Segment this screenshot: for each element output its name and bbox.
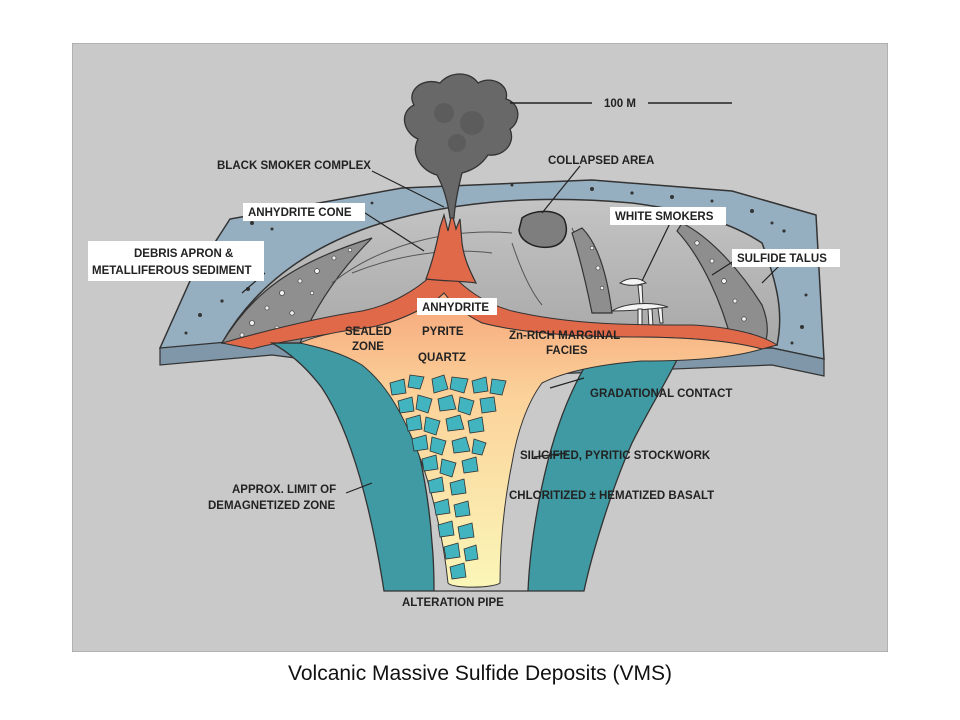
label-zn-rich-2: FACIES xyxy=(546,345,588,357)
leader-lines xyxy=(241,165,783,494)
box-debris-apron xyxy=(88,241,264,281)
sulfide-talus xyxy=(676,222,768,347)
anhydrite-cone xyxy=(425,212,478,284)
box-sulfide-talus xyxy=(732,249,840,267)
label-stockwork: SILICIFIED, PYRITIC STOCKWORK xyxy=(520,450,711,462)
label-white-smokers: WHITE SMOKERS xyxy=(615,211,714,223)
label-pyrite: PYRITE xyxy=(422,326,464,338)
box-anhydrite xyxy=(417,298,497,315)
box-anhydrite-cone xyxy=(243,203,365,221)
label-anhydrite: ANHYDRITE xyxy=(422,302,489,314)
talus-inner xyxy=(571,227,613,314)
label-demag-1: APPROX. LIMIT OF xyxy=(232,484,336,496)
label-demag-2: DEMAGNETIZED ZONE xyxy=(208,500,335,512)
vms-diagram: 100 M BLACK SMOKER COMPLEX COLLAPSED ARE… xyxy=(71,42,889,653)
box-white-smokers xyxy=(610,207,726,225)
label-gradational-contact: GRADATIONAL CONTACT xyxy=(590,388,732,400)
label-sealed-zone-2: ZONE xyxy=(352,341,384,353)
white-smoker-chimneys xyxy=(610,278,669,328)
collapsed-area xyxy=(518,210,568,249)
label-basalt: CHLORITIZED ± HEMATIZED BASALT xyxy=(509,490,714,502)
label-sealed-zone-1: SEALED xyxy=(345,326,392,338)
debris-apron xyxy=(220,237,373,344)
stockwork-fragments xyxy=(389,374,507,580)
label-quartz: QUARTZ xyxy=(418,352,466,364)
page-caption: Volcanic Massive Sulfide Deposits (VMS) xyxy=(288,662,672,685)
label-alteration-pipe: ALTERATION PIPE xyxy=(402,597,504,609)
label-debris-apron-2: METALLIFEROUS SEDIMENT xyxy=(92,265,252,277)
label-debris-apron-1: DEBRIS APRON & xyxy=(134,248,233,260)
label-collapsed-area: COLLAPSED AREA xyxy=(548,155,654,167)
label-anhydrite-cone: ANHYDRITE CONE xyxy=(248,207,352,219)
label-sulfide-talus: SULFIDE TALUS xyxy=(737,253,827,265)
label-black-smoker-complex: BLACK SMOKER COMPLEX xyxy=(217,160,371,172)
scale-label: 100 M xyxy=(604,98,636,110)
label-zn-rich-1: Zn-RICH MARGINAL xyxy=(509,330,620,342)
